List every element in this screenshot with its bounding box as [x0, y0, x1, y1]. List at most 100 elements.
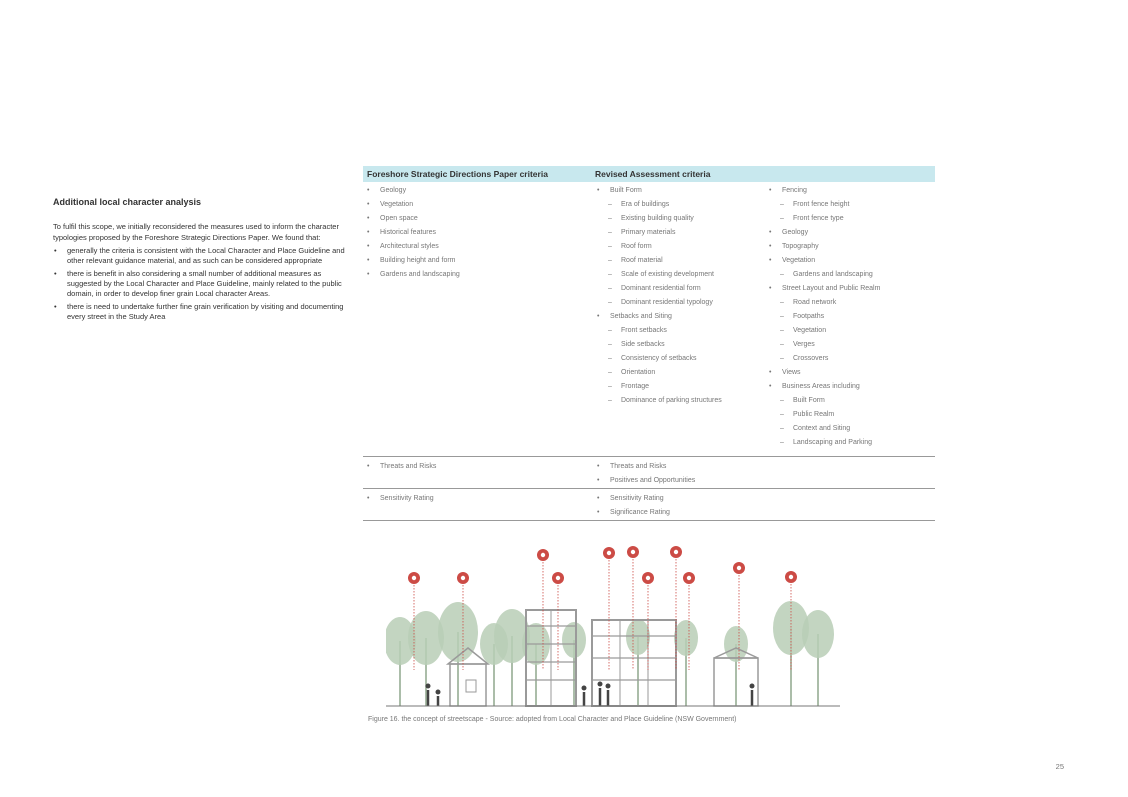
criteria-item: Frontage	[593, 380, 765, 394]
pin-glyph	[673, 549, 679, 555]
criteria-item: Footpaths	[765, 310, 935, 324]
criteria-item: Consistency of setbacks	[593, 352, 765, 366]
pin-glyph	[606, 550, 612, 556]
pin-glyph	[411, 575, 417, 581]
person-head	[425, 683, 431, 689]
pin-glyph	[630, 549, 636, 555]
table-row: GeologyVegetationOpen spaceHistorical fe…	[363, 182, 935, 457]
criteria-item: Gardens and landscaping	[363, 268, 593, 282]
pin-glyph	[555, 575, 561, 581]
criteria-item: Context and Siting	[765, 422, 935, 436]
finding-item: there is need to undertake further fine …	[53, 302, 353, 322]
criteria-table: Foreshore Strategic Directions Paper cri…	[363, 166, 935, 521]
criteria-item: Built Form	[765, 394, 935, 408]
table-cell: Threats and RisksPositives and Opportuni…	[593, 460, 765, 488]
criteria-item: Front fence type	[765, 212, 935, 226]
table-cell: Threats and Risks	[363, 460, 593, 488]
table-row: Threats and RisksThreats and RisksPositi…	[363, 457, 935, 489]
criteria-item: Verges	[765, 338, 935, 352]
tree-crown	[494, 609, 530, 663]
intro-paragraph: To fulfil this scope, we initially recon…	[53, 222, 339, 242]
criteria-item: Road network	[765, 296, 935, 310]
table-cell	[765, 492, 935, 520]
criteria-item: Dominant residential typology	[593, 296, 765, 310]
analysis-text-block: Additional local character analysis To f…	[53, 197, 353, 325]
criteria-item: Threats and Risks	[363, 460, 593, 474]
criteria-item: Roof material	[593, 254, 765, 268]
criteria-item: Dominant residential form	[593, 282, 765, 296]
pin-glyph	[540, 552, 546, 558]
header-revised-criteria: Revised Assessment criteria	[595, 169, 711, 179]
person-head	[597, 681, 603, 687]
criteria-item: Existing building quality	[593, 212, 765, 226]
tree-crown	[438, 602, 478, 662]
table-cell: Sensitivity Rating	[363, 492, 593, 520]
figure-caption: Figure 16. the concept of streetscape - …	[368, 716, 737, 723]
tree-crown	[626, 619, 650, 655]
criteria-item: Positives and Opportunities	[593, 474, 765, 488]
table-cell	[765, 460, 935, 488]
person-head	[605, 683, 611, 689]
finding-item: generally the criteria is consistent wit…	[53, 246, 353, 266]
criteria-item: Views	[765, 366, 935, 380]
criteria-item: Significance Rating	[593, 506, 765, 520]
criteria-item: Open space	[363, 212, 593, 226]
criteria-item: Geology	[765, 226, 935, 240]
criteria-item: Architectural styles	[363, 240, 593, 254]
table-row: Sensitivity RatingSensitivity RatingSign…	[363, 489, 935, 521]
person-head	[749, 683, 755, 689]
criteria-item: Geology	[363, 184, 593, 198]
criteria-item: Landscaping and Parking	[765, 436, 935, 450]
criteria-item: Vegetation	[363, 198, 593, 212]
finding-item: there is benefit in also considering a s…	[53, 269, 353, 299]
page-number: 25	[1055, 762, 1064, 771]
criteria-item: Gardens and landscaping	[765, 268, 935, 282]
criteria-item: Building height and form	[363, 254, 593, 268]
criteria-item: Threats and Risks	[593, 460, 765, 474]
tree-crown	[724, 626, 748, 662]
trees	[386, 601, 834, 706]
pin-glyph	[788, 574, 794, 580]
pin-glyph	[736, 565, 742, 571]
criteria-item: Historical features	[363, 226, 593, 240]
criteria-item: Setbacks and Siting	[593, 310, 765, 324]
criteria-item: Sensitivity Rating	[593, 492, 765, 506]
criteria-item: Scale of existing development	[593, 268, 765, 282]
criteria-item: Dominance of parking structures	[593, 394, 765, 408]
criteria-item: Fencing	[765, 184, 935, 198]
tree-crown	[674, 620, 698, 656]
table-cell: FencingFront fence heightFront fence typ…	[765, 184, 935, 450]
criteria-item: Public Realm	[765, 408, 935, 422]
table-cell: Sensitivity RatingSignificance Rating	[593, 492, 765, 520]
house-window	[465, 679, 477, 693]
person-head	[581, 685, 587, 691]
criteria-item: Vegetation	[765, 324, 935, 338]
criteria-item: Primary materials	[593, 226, 765, 240]
streetscape-figure	[386, 546, 840, 707]
findings-list: generally the criteria is consistent wit…	[53, 246, 353, 322]
table-cell: GeologyVegetationOpen spaceHistorical fe…	[363, 184, 593, 450]
table-header: Foreshore Strategic Directions Paper cri…	[363, 166, 935, 182]
section-heading: Additional local character analysis	[53, 197, 202, 207]
header-foreshore-criteria: Foreshore Strategic Directions Paper cri…	[367, 169, 548, 179]
criteria-item: Business Areas including	[765, 380, 935, 394]
criteria-item: Crossovers	[765, 352, 935, 366]
table-cell: Built FormEra of buildingsExisting build…	[593, 184, 765, 450]
criteria-item: Built Form	[593, 184, 765, 198]
criteria-item: Sensitivity Rating	[363, 492, 593, 506]
criteria-item: Street Layout and Public Realm	[765, 282, 935, 296]
criteria-item: Topography	[765, 240, 935, 254]
criteria-item: Roof form	[593, 240, 765, 254]
person-head	[435, 689, 441, 695]
tree-crown	[562, 622, 586, 658]
criteria-item: Era of buildings	[593, 198, 765, 212]
tree-crown	[802, 610, 834, 658]
house	[449, 663, 487, 707]
tree-crown	[773, 601, 809, 655]
criteria-item: Orientation	[593, 366, 765, 380]
tree-crown	[408, 611, 444, 665]
pin-glyph	[460, 575, 466, 581]
pin-glyph	[686, 575, 692, 581]
pin-markers	[408, 546, 797, 670]
pin-glyph	[645, 575, 651, 581]
